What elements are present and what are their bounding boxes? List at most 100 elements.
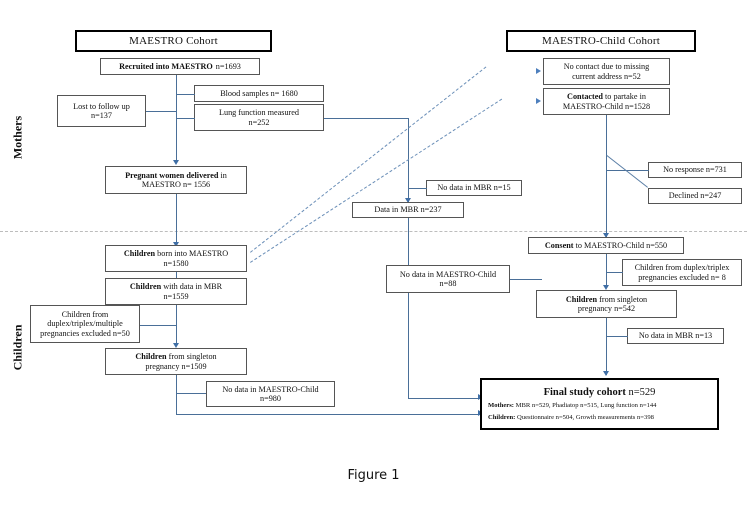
box-no-data-maestro-child-88: No data in MAESTRO-Child n=88 — [386, 265, 510, 293]
connector-childsingleton-to-nodata13 — [606, 336, 628, 337]
box-children-singleton-line1: Children from singleton — [135, 352, 217, 362]
box-no-data-maestro-child-980: No data in MAESTRO-Child n=980 — [206, 381, 335, 407]
box-nodata980-line2: n=980 — [260, 394, 281, 403]
connector-lost-to-trunk — [146, 111, 177, 112]
box-children-singleton-maestro: Children from singleton pregnancy n=1509 — [105, 348, 247, 375]
box-children-born-line1: Children born into MAESTRO — [123, 249, 229, 259]
box-duplex-triplex-excluded-8: Children from duplex/triplex pregnancies… — [622, 259, 742, 286]
box-contacted-to-partake: Contacted to partake in MAESTRO-Child n=… — [543, 88, 670, 115]
box-lung-function-line2: n=252 — [248, 117, 270, 127]
box-contacted-line1: Contacted to partake in — [567, 92, 646, 102]
title-maestro-child-cohort-text: MAESTRO-Child Cohort — [542, 34, 660, 47]
arrow-dashed-to-contacted — [536, 98, 541, 104]
box-no-contact-missing-address: No contact due to missing current addres… — [543, 58, 670, 85]
box-blood-samples-text: Blood samples n= 1680 — [220, 88, 298, 98]
arrow-pregnant-to-children — [173, 242, 179, 247]
figure-caption: Figure 1 — [0, 468, 747, 483]
connector-excluded-to-trunk — [140, 325, 177, 326]
box-no-data-mbr-15: No data in MBR n=15 — [426, 180, 522, 196]
arrow-contacted-to-consent — [603, 233, 609, 238]
title-maestro-child-cohort: MAESTRO-Child Cohort — [506, 30, 696, 52]
box-declined-text: Declined n=247 — [668, 191, 722, 201]
arrow-dashed-to-no-contact — [536, 68, 541, 74]
side-label-children: Children — [11, 318, 26, 378]
box-lost-to-follow-up: Lost to follow up n=137 — [57, 95, 146, 127]
side-label-mothers: Mothers — [11, 108, 26, 168]
connector-contacted-to-noresponse — [606, 170, 649, 171]
box-child-singleton-line2: pregnancy n=542 — [577, 304, 636, 313]
box-children-withdata-line2: n=1559 — [163, 291, 189, 301]
connector-recruited-to-pregnant — [176, 75, 177, 163]
box-dup-excluded-line1: Children from duplex/triplex — [634, 263, 730, 273]
box-no-contact-line1: No contact due to missing — [563, 62, 650, 72]
connector-datambr-down — [408, 218, 409, 398]
box-children-duplex-excluded: Children from duplex/triplex/multiple pr… — [30, 305, 140, 343]
section-divider — [0, 231, 747, 232]
connector-mbr-to-nodata15 — [408, 188, 427, 189]
box-excluded-line1: Children from — [61, 309, 109, 319]
figure-caption-text: Figure 1 — [347, 468, 400, 483]
box-excluded-line3: pregnancies excluded n=50 — [40, 328, 130, 338]
box-nodata980-line1: No data in MAESTRO-Child — [222, 384, 319, 394]
side-label-mothers-text: Mothers — [10, 115, 25, 160]
box-child-singleton-line1: Children from singleton — [565, 294, 648, 304]
title-maestro-cohort-text: MAESTRO Cohort — [129, 34, 218, 47]
connector-singleton-to-nodata980 — [176, 393, 207, 394]
connector-singleton-down — [176, 375, 177, 414]
connector-singleton-to-final — [176, 414, 480, 415]
connector-mbr-vertical — [408, 118, 409, 202]
box-nodata88-line2: n=88 — [439, 279, 457, 288]
box-children-singleton-child: Children from singleton pregnancy n=542 — [536, 290, 677, 318]
box-no-response-text: No response n=731 — [663, 165, 727, 175]
connector-pregnant-to-children — [176, 194, 177, 245]
connector-trunk-to-blood — [176, 94, 195, 95]
connector-contacted-down — [606, 115, 607, 237]
box-lost-line1: Lost to follow up — [73, 101, 130, 111]
title-maestro-cohort: MAESTRO Cohort — [75, 30, 272, 52]
connector-consent-down — [606, 254, 607, 288]
connector-childsingleton-down — [606, 318, 607, 375]
arrow-recruited-to-pregnant — [173, 160, 179, 165]
box-pregnant-line1: Pregnant women delivered in — [125, 170, 227, 180]
box-pregnant-women-delivered: Pregnant women delivered in MAESTRO n= 1… — [105, 166, 247, 194]
connector-contacted-to-declined — [606, 155, 648, 188]
box-consent-text: Consent to MAESTRO-Child n=550 — [544, 240, 668, 250]
box-excluded-line2: duplex/triplex/multiple — [47, 319, 123, 329]
connector-datambr-to-final — [408, 398, 480, 399]
box-children-withdata-line1: Children with data in MBR — [129, 282, 223, 292]
connector-lung-to-mbr — [324, 118, 408, 119]
box-lung-function: Lung function measured n=252 — [194, 104, 324, 131]
side-label-children-text: Children — [10, 324, 25, 371]
box-blood-samples: Blood samples n= 1680 — [194, 85, 324, 102]
box-pregnant-line2: MAESTRO n= 1556 — [141, 180, 211, 189]
arrow-withdata-to-singleton — [173, 343, 179, 348]
box-data-mbr-237: Data in MBR n=237 — [352, 202, 464, 218]
box-no-data-mbr-13: No data in MBR n=13 — [627, 328, 724, 344]
box-contacted-line2: MAESTRO-Child n=1528 — [562, 101, 651, 111]
connector-born-to-withdata — [176, 272, 177, 278]
box-no-data-mbr-13-text: No data in MBR n=13 — [638, 331, 713, 341]
box-children-singleton-line2: pregnancy n=1509 — [145, 361, 207, 371]
box-no-contact-line2: current address n=52 — [572, 71, 641, 81]
final-cohort-children-row: Children: Questionnaire n=504, Growth me… — [488, 413, 654, 421]
box-children-born-line2: n=1580 — [163, 258, 189, 268]
connector-consent-to-nodata88 — [510, 279, 542, 280]
box-declined: Declined n=247 — [648, 188, 742, 204]
final-cohort-title: Final study cohort n=529 — [543, 386, 656, 398]
arrow-to-data-mbr — [405, 198, 411, 203]
box-children-with-data-mbr: Children with data in MBR n=1559 — [105, 278, 247, 305]
box-nodata88-line1: No data in MAESTRO-Child — [399, 269, 497, 279]
connector-trunk-to-lung — [176, 118, 195, 119]
box-final-study-cohort: Final study cohort n=529 Mothers: MBR n=… — [480, 378, 719, 430]
box-children-born-maestro: Children born into MAESTRO n=1580 — [105, 245, 247, 272]
box-lost-line2: n=137 — [91, 111, 112, 120]
box-no-response: No response n=731 — [648, 162, 742, 178]
arrow-consent-to-singleton — [603, 285, 609, 290]
arrow-childsingleton-to-final — [603, 371, 609, 376]
box-data-mbr-237-text: Data in MBR n=237 — [374, 205, 442, 215]
connector-consent-to-dupexcluded — [606, 272, 623, 273]
box-consent-maestro-child: Consent to MAESTRO-Child n=550 — [528, 237, 684, 254]
